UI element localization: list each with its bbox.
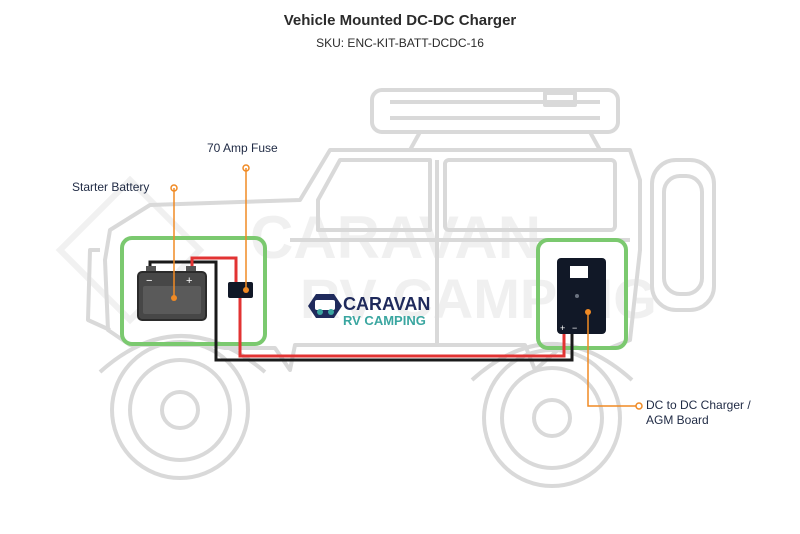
battery-fuse-highlight-box: [120, 236, 267, 346]
fuse: [228, 282, 253, 298]
logo-text-rv-camping: RV CAMPING: [343, 313, 426, 328]
positive-wire-fuse-to-charger: [238, 296, 566, 358]
logo-emblem-icon: [308, 294, 342, 318]
charger-positive-label: +: [560, 323, 565, 333]
charger-label: DC to DC Charger / AGM Board: [646, 398, 786, 428]
starter-battery-label: Starter Battery: [72, 180, 150, 194]
vehicle-outline: [86, 88, 716, 488]
callout-battery: [170, 184, 178, 301]
charger-label-line2: AGM Board: [646, 413, 709, 427]
dc-dc-charger: + −: [557, 258, 606, 334]
charger-negative-label: −: [572, 323, 577, 333]
positive-wire-battery-to-fuse: [190, 256, 238, 286]
battery-positive-label: +: [186, 275, 192, 287]
charger-label-line1: DC to DC Charger /: [646, 398, 751, 412]
diagram-subtitle: SKU: ENC-KIT-BATT-DCDC-16: [316, 36, 484, 50]
diagram-title: Vehicle Mounted DC-DC Charger: [283, 12, 517, 29]
fuse-label: 70 Amp Fuse: [207, 141, 278, 155]
caravan-rv-camping-logo: CARAVAN RV CAMPING: [308, 294, 430, 328]
charger-highlight-box: [536, 238, 628, 350]
battery-negative-label: −: [146, 275, 152, 287]
callout-fuse: [242, 164, 250, 293]
logo-text-caravan: CARAVAN: [343, 294, 430, 314]
starter-battery: − +: [137, 266, 207, 321]
svg-text:CARAVAN: CARAVAN: [250, 204, 541, 271]
callout-charger: [585, 309, 643, 410]
negative-wire: [148, 260, 574, 362]
